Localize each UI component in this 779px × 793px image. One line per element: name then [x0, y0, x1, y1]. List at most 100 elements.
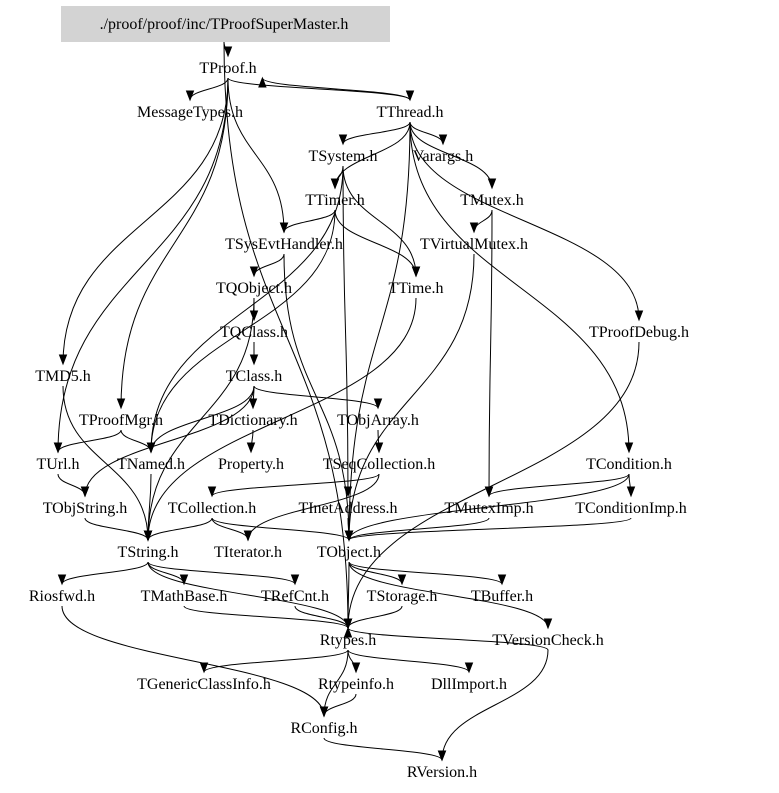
- node-label: TTime.h: [389, 280, 444, 297]
- arrowhead-tobj-string: [80, 486, 90, 498]
- node-varargs[interactable]: Varargs.h: [413, 148, 474, 165]
- node-label: TObjArray.h: [337, 412, 419, 429]
- arrowhead-tcollection: [207, 486, 217, 498]
- node-turl[interactable]: TUrl.h: [36, 456, 79, 473]
- node-label: RVersion.h: [407, 764, 477, 781]
- node-tnamed[interactable]: TNamed.h: [117, 456, 185, 473]
- node-tdictionary[interactable]: TDictionary.h: [208, 412, 297, 429]
- edge-tobject-to-tversion-check: [348, 561, 549, 629]
- edge-tproof-to-message-types: [189, 77, 229, 101]
- edge-tstorage-to-rtypes: [347, 605, 403, 629]
- arrowhead-tproof: [223, 46, 233, 58]
- arrowhead-tsys-evt-handler: [279, 222, 289, 234]
- node-label: TRefCnt.h: [261, 588, 329, 605]
- arrowhead-tqobject: [249, 266, 259, 278]
- edge-tversion-check-to-rversion: [441, 649, 549, 761]
- node-message-types[interactable]: MessageTypes.h: [137, 104, 243, 121]
- node-tmutex[interactable]: TMutex.h: [460, 192, 524, 209]
- node-tcondition-imp[interactable]: TConditionImp.h: [575, 500, 687, 517]
- node-label: TCollection.h: [168, 500, 256, 517]
- node-rconfig[interactable]: RConfig.h: [290, 720, 357, 737]
- node-tobj-array[interactable]: TObjArray.h: [337, 412, 419, 429]
- edge-tproof-to-tproof-mgr: [120, 77, 229, 409]
- nodes-layer: ./proof/proof/inc/TProofSuperMaster.hTPr…: [29, 6, 689, 781]
- arrowhead-tclass: [249, 354, 259, 366]
- node-tcondition[interactable]: TCondition.h: [586, 456, 672, 473]
- node-ttimer[interactable]: TTimer.h: [305, 192, 364, 209]
- node-tsystem[interactable]: TSystem.h: [309, 148, 378, 165]
- edge-tmutex-imp-to-tobject: [348, 517, 490, 541]
- node-tref-cnt[interactable]: TRefCnt.h: [261, 588, 329, 605]
- arrowhead-tproof: [258, 76, 267, 88]
- node-tobject[interactable]: TObject.h: [317, 544, 381, 561]
- edge-tthread-to-tproof: [261, 77, 411, 101]
- node-tversion-check[interactable]: TVersionCheck.h: [492, 632, 604, 649]
- edges-layer: [53, 41, 644, 762]
- node-tmutex-imp[interactable]: TMutexImp.h: [444, 500, 533, 517]
- edge-tstring-to-tref-cnt: [147, 561, 296, 585]
- node-label: TProof.h: [199, 60, 256, 77]
- node-tqobject[interactable]: TQObject.h: [216, 280, 292, 297]
- edge-tsystem-to-tinet-address: [342, 165, 349, 497]
- node-label: TQObject.h: [216, 280, 292, 297]
- node-label: Riosfwd.h: [29, 588, 95, 605]
- node-tinet-address[interactable]: TInetAddress.h: [298, 500, 397, 517]
- edge-tproof-to-turl: [57, 77, 229, 453]
- edge-rtypes-to-dll-import: [347, 649, 470, 673]
- edge-tvirtual-mutex-to-tobject: [348, 253, 475, 541]
- node-tmath-base[interactable]: TMathBase.h: [141, 588, 228, 605]
- edge-tobj-string-to-tstring: [84, 517, 149, 541]
- node-tgeneric-class-info[interactable]: TGenericClassInfo.h: [137, 676, 271, 693]
- node-tcollection[interactable]: TCollection.h: [168, 500, 256, 517]
- arrowhead-tnamed: [146, 442, 156, 454]
- node-tobj-string[interactable]: TObjString.h: [43, 500, 128, 517]
- node-tmd5[interactable]: TMD5.h: [35, 368, 91, 385]
- edge-tthread-to-varargs: [409, 121, 444, 145]
- node-rtypeinfo[interactable]: Rtypeinfo.h: [318, 676, 394, 693]
- node-tthread[interactable]: TThread.h: [376, 104, 443, 121]
- node-tproof[interactable]: TProof.h: [199, 60, 256, 77]
- node-tstorage[interactable]: TStorage.h: [367, 588, 438, 605]
- node-rtypes[interactable]: Rtypes.h: [320, 632, 376, 649]
- node-ttime[interactable]: TTime.h: [389, 280, 444, 297]
- arrowhead-tbuffer: [497, 574, 507, 586]
- node-label: TMutexImp.h: [444, 500, 533, 517]
- node-titerator[interactable]: TIterator.h: [214, 544, 282, 561]
- edge-tproof-debug-to-rtypes: [347, 341, 640, 629]
- node-label: TIterator.h: [214, 544, 282, 561]
- node-tseq-collection[interactable]: TSeqCollection.h: [323, 456, 435, 473]
- arrowhead-tmd5: [58, 354, 68, 366]
- node-property[interactable]: Property.h: [218, 456, 284, 473]
- root-node-background: [61, 6, 390, 42]
- node-tbuffer[interactable]: TBuffer.h: [471, 588, 533, 605]
- node-tclass[interactable]: TClass.h: [226, 368, 282, 385]
- node-dll-import[interactable]: DllImport.h: [431, 676, 507, 693]
- edge-tsystem-to-ttime: [342, 165, 417, 277]
- node-tsys-evt-handler[interactable]: TSysEvtHandler.h: [225, 236, 343, 253]
- node-label: TQClass.h: [220, 324, 288, 341]
- edge-tcollection-to-tobject: [211, 517, 350, 541]
- node-tproof-mgr[interactable]: TProofMgr.h: [79, 412, 163, 429]
- edge-tproof-to-tmd5: [62, 77, 229, 365]
- node-riosfwd[interactable]: Riosfwd.h: [29, 588, 95, 605]
- node-tproof-debug[interactable]: TProofDebug.h: [589, 324, 689, 341]
- arrowhead-tref-cnt: [290, 574, 300, 586]
- edge-tclass-to-tobj-array: [253, 385, 379, 409]
- node-tstring[interactable]: TString.h: [118, 544, 179, 561]
- root-node[interactable]: ./proof/proof/inc/TProofSuperMaster.h: [61, 6, 390, 42]
- node-label: TConditionImp.h: [575, 500, 687, 517]
- node-label: TBuffer.h: [471, 588, 533, 605]
- node-tqclass[interactable]: TQClass.h: [220, 324, 288, 341]
- node-tvirtual-mutex[interactable]: TVirtualMutex.h: [420, 236, 528, 253]
- arrowhead-message-types: [185, 90, 195, 102]
- edge-tseq-collection-to-titerator: [247, 473, 380, 541]
- node-rversion[interactable]: RVersion.h: [407, 764, 477, 781]
- arrowhead-tdictionary: [248, 398, 258, 410]
- arrowhead-dll-import: [464, 662, 474, 674]
- edge-root-to-rtypes: [223, 41, 349, 629]
- edge-tthread-to-tcondition: [409, 121, 630, 453]
- edge-tobject-to-tbuffer: [348, 561, 503, 585]
- arrowhead-tstring: [143, 530, 153, 542]
- edge-ttimer-to-ttime: [334, 209, 417, 277]
- arrowhead-rtypes: [343, 626, 353, 638]
